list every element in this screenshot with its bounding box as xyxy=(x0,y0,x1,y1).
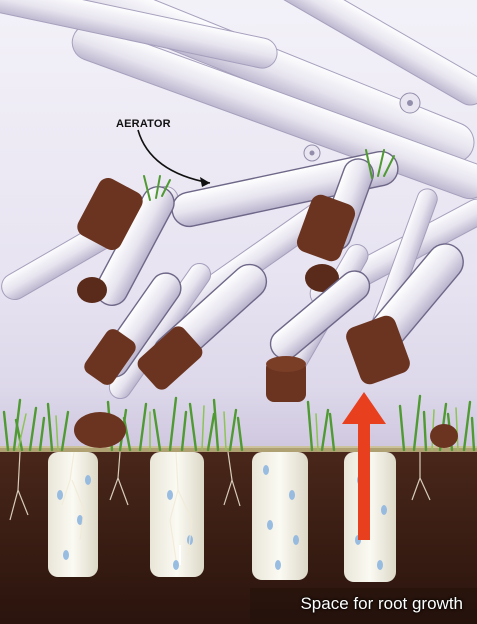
grass-blades xyxy=(4,396,474,450)
callout-arrow-icon xyxy=(138,130,210,183)
root-growth-caption: Space for root growth xyxy=(300,594,463,614)
plug-on-surface xyxy=(74,412,126,448)
aerator-label: AERATOR xyxy=(116,118,171,130)
